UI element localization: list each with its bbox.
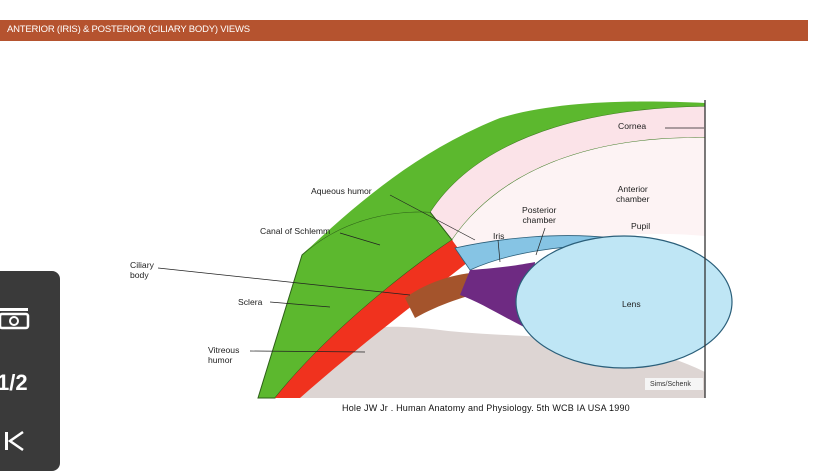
canal-of-schlemm-label: Canal of Schlemm [260, 226, 331, 236]
iris-label: Iris [493, 231, 505, 241]
slides-icon[interactable] [0, 302, 30, 332]
ligaments-shape [460, 262, 535, 330]
lens-shape [515, 235, 733, 369]
page-title: ANTERIOR (IRIS) & POSTERIOR (CILIARY BOD… [7, 24, 250, 35]
choroid-shape [275, 240, 468, 398]
lens-label: Lens [622, 299, 641, 309]
anterior-chamber-label: Anterior chamber [616, 184, 650, 204]
sclera-label: Sclera [238, 297, 263, 307]
previous-icon[interactable] [1, 428, 27, 454]
header-bar: ANTERIOR (IRIS) & POSTERIOR (CILIARY BOD… [0, 20, 808, 41]
figure-citation: Hole JW Jr . Human Anatomy and Physiolog… [342, 403, 630, 413]
cornea-label: Cornea [618, 121, 647, 131]
posterior-chamber-label: Posterior chamber [522, 205, 557, 225]
eye-anatomy-figure [157, 100, 733, 399]
ciliary-body-label: Ciliary body [130, 260, 154, 280]
aqueous-humor-label: Aqueous humor [311, 186, 372, 196]
player-side-panel [0, 271, 60, 471]
page-indicator: 1/2 [0, 370, 28, 395]
anterior-chamber [452, 137, 705, 262]
sclera-band [302, 101, 705, 256]
vitreous-humor-label: Vitreous humor [208, 345, 240, 365]
pupil-label: Pupil [631, 221, 651, 231]
illustration-credit: Sims/Schenk [650, 381, 691, 388]
